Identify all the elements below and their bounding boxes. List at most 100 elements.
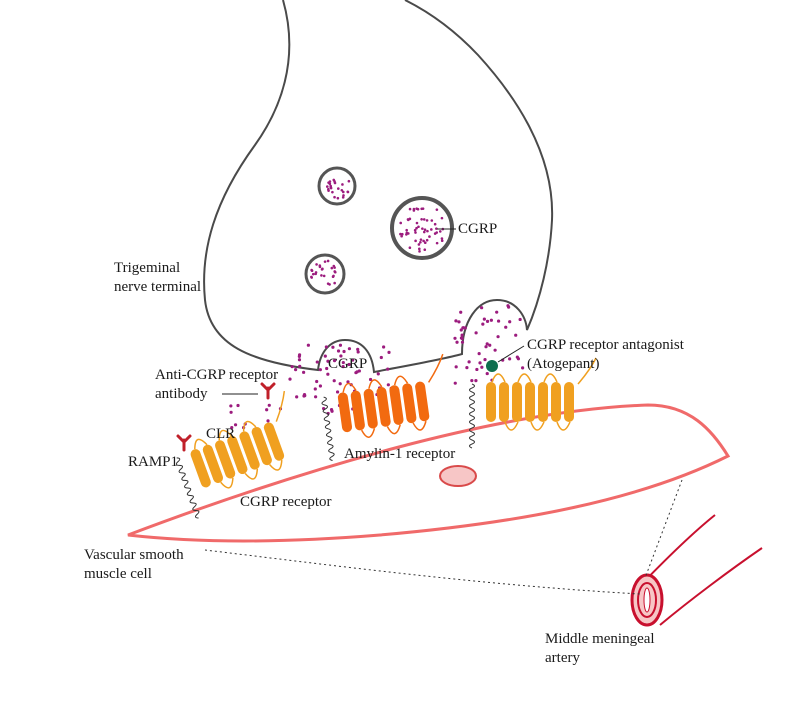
- cgrp-dot: [484, 345, 488, 349]
- cgrp-dot: [412, 207, 416, 211]
- cgrp-dot: [341, 365, 345, 369]
- cgrp-dot: [295, 395, 299, 399]
- cgrp-dot: [408, 246, 412, 250]
- cgrp-dot: [326, 372, 330, 376]
- cgrp-dot: [461, 326, 465, 330]
- cgrp-dot: [233, 423, 238, 427]
- receptor-helix: [376, 387, 391, 427]
- receptor-helix: [512, 382, 522, 422]
- cgrp-dot: [323, 354, 327, 358]
- receptor-helix: [263, 422, 285, 461]
- cgrp-dot: [338, 382, 342, 386]
- vsmc-label: Vascular smooth: [84, 547, 184, 563]
- cgrp-dot: [376, 372, 380, 376]
- receptor-helix: [415, 381, 430, 422]
- receptor-helix: [499, 382, 509, 422]
- antagonist-leader-line: [497, 345, 525, 363]
- cgrp-dot: [333, 270, 337, 273]
- cgrp-dot: [518, 317, 522, 322]
- cgrp-dot: [351, 358, 355, 362]
- cgrp-dot: [507, 305, 511, 309]
- cgrp-dot: [314, 395, 318, 399]
- receptor-helix: [389, 385, 404, 425]
- cgrp-dot: [315, 379, 319, 384]
- nucleus: [439, 465, 477, 487]
- cgrp-dot: [347, 179, 351, 183]
- cgrp-dot: [333, 281, 336, 285]
- cgrp-dot: [229, 410, 233, 414]
- cgrp-dot: [454, 319, 458, 323]
- cgrp-dot: [440, 237, 444, 240]
- cgrp-dot: [298, 364, 302, 368]
- cgrp-dot: [433, 232, 437, 235]
- cgrp-dot: [332, 274, 335, 278]
- cgrp-dot: [267, 403, 271, 407]
- cgrp-dot: [310, 268, 313, 272]
- cgrp-dot: [483, 357, 487, 362]
- cgrp-dot: [420, 217, 423, 221]
- cgrp-dot: [485, 342, 489, 346]
- receptor-loop: [556, 421, 571, 431]
- receptor-loop: [194, 438, 208, 450]
- cgrp-dot: [341, 196, 345, 199]
- cgrp-dot: [337, 187, 340, 190]
- amylin-1-receptor: [321, 353, 444, 461]
- antagonist-label-2: (Atogepant): [527, 356, 599, 372]
- cgrp-dot: [416, 207, 420, 211]
- receptor-helix: [239, 431, 260, 470]
- artery-label-2: artery: [545, 650, 580, 666]
- receptor-loop: [517, 373, 532, 383]
- antibody-icon-small: [176, 434, 192, 452]
- receptor-helix: [525, 382, 535, 422]
- cgrp-dot: [399, 221, 403, 225]
- cgrp-dot: [329, 407, 334, 412]
- cgrp-dot: [341, 190, 345, 194]
- cgrp-dot: [414, 239, 417, 243]
- cgrp-dot: [421, 227, 424, 230]
- cgrp-dot: [297, 353, 302, 357]
- cgrp-dot: [508, 320, 512, 324]
- receptor-loop: [268, 460, 283, 471]
- cgrp-dot: [423, 248, 427, 251]
- cell-to-label-connector: [204, 549, 641, 595]
- cgrp-dot: [467, 360, 471, 364]
- cgrp-dot: [342, 194, 345, 197]
- receptor-loop: [412, 420, 427, 431]
- cgrp-dot: [423, 241, 427, 244]
- cgrp-dot: [346, 190, 350, 194]
- cgrp-dot: [310, 275, 313, 279]
- cgrp-dot: [417, 243, 421, 246]
- cgrp-dot: [463, 326, 467, 330]
- cgrp-dot: [331, 345, 335, 349]
- antibody-icon: [260, 382, 276, 400]
- cgrp-dot: [481, 322, 485, 326]
- cgrp-dot: [266, 419, 270, 423]
- trigeminal-label: Trigeminal: [114, 260, 180, 276]
- vesicle-small-bottom: [304, 253, 346, 295]
- cgrp-dot: [422, 230, 426, 234]
- cgrp-dot: [328, 283, 331, 286]
- ramp1-coil: [469, 383, 475, 449]
- nerve-terminal-outline: [203, 0, 554, 374]
- cgrp-dot: [322, 274, 326, 278]
- cgrp-dot: [418, 247, 421, 251]
- cgrp-dot: [290, 365, 294, 369]
- cgrp-dot: [341, 183, 344, 186]
- vesicle-small-top: [317, 166, 357, 206]
- cgrp-dot: [413, 228, 417, 232]
- cgrp-dot: [415, 226, 418, 230]
- cgrp-dot: [496, 319, 501, 323]
- cgrp-dot: [459, 336, 464, 340]
- cgrp-dot: [508, 357, 512, 361]
- cgrp-dot: [474, 331, 478, 335]
- cgrp-dot: [318, 265, 322, 269]
- atogepant-molecule: [486, 360, 498, 372]
- cgrp-dot: [229, 404, 233, 408]
- cgrp-dot: [482, 317, 486, 321]
- cgrp-dot: [514, 333, 518, 337]
- receptor-helix: [486, 382, 496, 422]
- cgrp-dot: [435, 241, 439, 245]
- cgrp-dot: [401, 232, 404, 236]
- cgrp-dot: [386, 383, 390, 387]
- cgrp-dot: [474, 379, 478, 383]
